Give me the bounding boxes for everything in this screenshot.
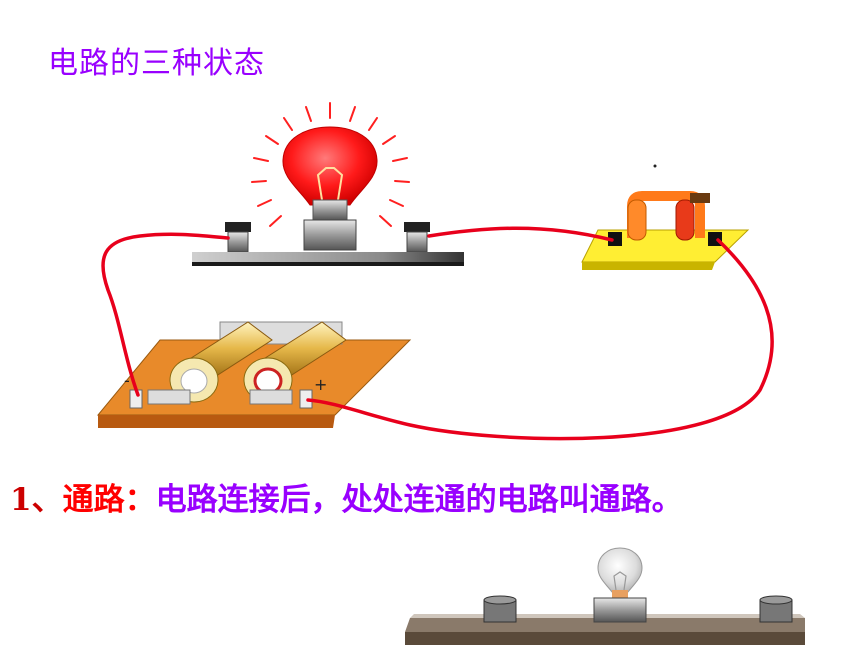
knife-switch xyxy=(581,164,750,270)
wire-switch-to-battery xyxy=(306,238,774,441)
bulb-socket xyxy=(312,199,348,221)
caption: 1、通路：电路连接后，处处连通的电路叫通路。 xyxy=(10,474,683,519)
lit-bulb-icon xyxy=(282,126,378,206)
battery-minus-sign: - xyxy=(124,371,130,390)
unlit-bulb-icon xyxy=(597,547,643,593)
caption-description: 电路连接后，处处连通的电路叫通路。 xyxy=(155,482,683,518)
socket-collar xyxy=(303,219,357,251)
battery-plus-sign: + xyxy=(314,375,327,394)
lit-bulb-assembly xyxy=(192,102,464,266)
left-terminal xyxy=(225,222,251,253)
unlit-right-terminal xyxy=(759,595,793,623)
battery-holder: + - xyxy=(96,321,412,428)
wire-bulb-to-switch xyxy=(427,226,614,242)
wires xyxy=(101,226,774,441)
battery-cell-left xyxy=(169,321,273,403)
unlit-bulb-assembly xyxy=(405,547,805,645)
filament xyxy=(316,167,344,201)
caption-term: 通路： xyxy=(62,482,156,518)
right-terminal xyxy=(404,222,430,253)
page-title: 电路的三种状态 xyxy=(48,46,265,81)
unlit-left-terminal xyxy=(483,595,517,623)
wire-battery-to-bulb xyxy=(101,232,230,397)
glow-rays xyxy=(251,102,410,227)
caption-number: 1、 xyxy=(10,482,63,518)
